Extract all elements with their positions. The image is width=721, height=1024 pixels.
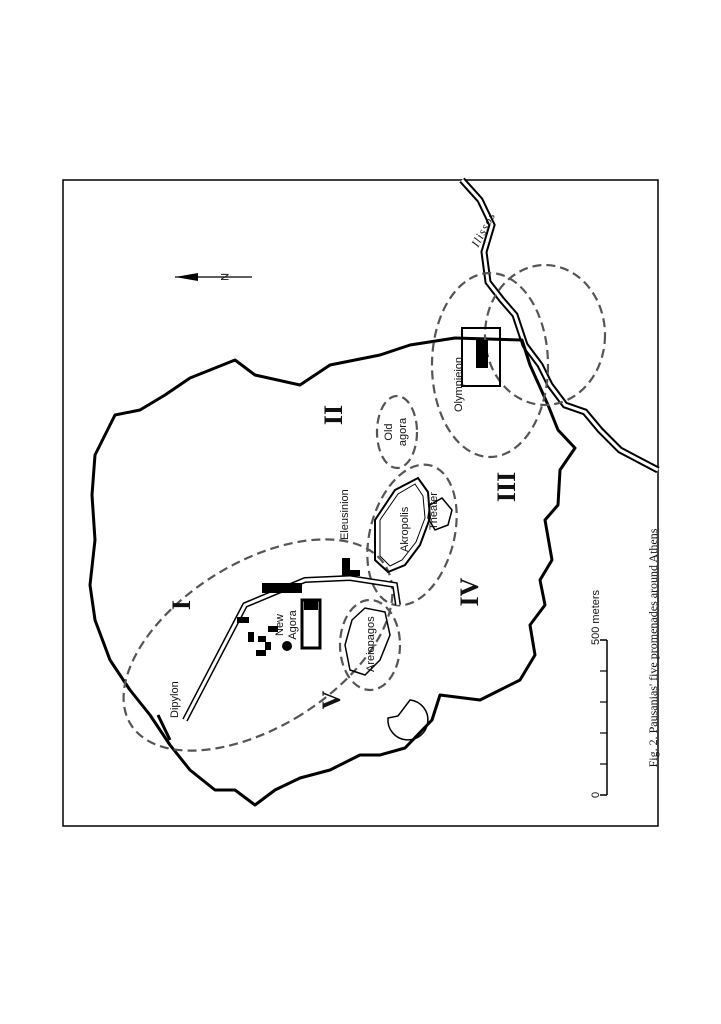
north-arrow-icon: N — [175, 273, 252, 281]
akropolis-outline — [374, 476, 432, 574]
scale-zero: 0 — [590, 792, 602, 798]
theater-outline — [427, 497, 453, 531]
scale-end: 500 meters — [590, 589, 602, 645]
city-wall — [88, 336, 577, 807]
label-areiopagos: Areiopagos — [365, 616, 377, 672]
zone-V — [338, 598, 402, 692]
label-new-agora-1: New — [274, 614, 286, 636]
numeral-I: I — [167, 600, 196, 610]
label-theater: Theater — [428, 492, 440, 530]
zone-II — [375, 394, 419, 470]
pnyx-symbol — [387, 699, 429, 741]
zone-III-b — [483, 263, 607, 407]
zone-IV — [366, 463, 458, 607]
promenade-numerals: I II III IV V — [167, 405, 521, 710]
label-olympieion: Olympieion — [453, 357, 465, 412]
panathenaic-way — [182, 574, 401, 722]
zone-III-a — [430, 271, 550, 459]
label-old-agora-2: agora — [397, 417, 409, 446]
label-dipylon: Dipylon — [169, 681, 181, 718]
map-frame — [62, 179, 659, 827]
zone-I — [122, 538, 394, 752]
label-new-agora-2: Agora — [287, 609, 299, 639]
label-eleusinion: Eleusinion — [339, 489, 351, 540]
scale-bar: 0 500 meters — [590, 589, 608, 798]
numeral-II: II — [319, 405, 348, 425]
figure-caption: Fig. 2. Pausanias' five promenades aroun… — [646, 528, 660, 767]
promenade-zones — [122, 263, 607, 752]
dipylon-gate — [156, 714, 172, 741]
numeral-III: III — [492, 472, 521, 502]
areiopagos-outline — [344, 607, 391, 676]
label-akropolis: Akropolis — [399, 506, 411, 552]
numeral-V: V — [317, 690, 346, 709]
place-labels: Dipylon New Agora Eleusinion Akropolis T… — [169, 210, 498, 718]
buildings — [237, 327, 501, 656]
label-old-agora-1: Old — [383, 423, 395, 440]
numeral-IV: IV — [455, 577, 484, 606]
north-label: N — [218, 273, 230, 281]
